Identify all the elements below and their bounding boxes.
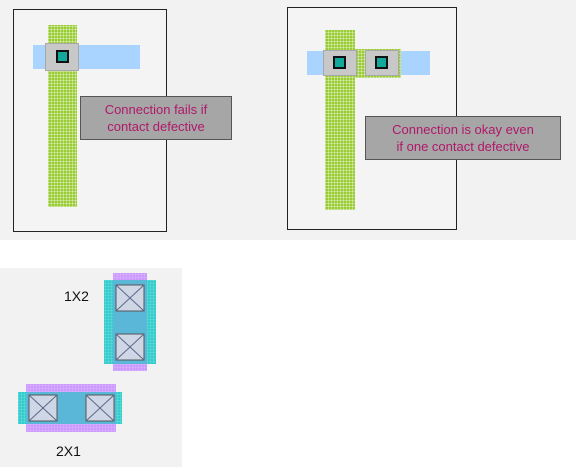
single-note-line2: contact defective bbox=[107, 119, 205, 134]
single-contact bbox=[56, 50, 69, 63]
double-contact-right bbox=[375, 56, 388, 69]
single-note-line1: Connection fails if bbox=[104, 102, 208, 117]
double-contact-note: Connection is okay even if one contact d… bbox=[365, 116, 561, 160]
double-contact-pad-left bbox=[323, 50, 357, 76]
contact-cross-1x2-bottom bbox=[115, 333, 145, 361]
label-2x1: 2X1 bbox=[56, 443, 81, 459]
contact-array-layouts bbox=[18, 273, 156, 432]
contact-cross-2x1-left bbox=[28, 394, 58, 422]
contact-cross-2x1-right bbox=[85, 394, 115, 422]
contact-cross-1x2-top bbox=[115, 284, 145, 312]
double-note-line1: Connection is okay even bbox=[392, 122, 534, 137]
double-contact-left bbox=[333, 56, 346, 69]
double-note-line2: if one contact defective bbox=[396, 139, 530, 154]
single-contact-note: Connection fails if contact defective bbox=[80, 96, 232, 140]
cell-1x2 bbox=[104, 273, 156, 371]
cell-2x1 bbox=[18, 384, 122, 432]
label-1x2: 1X2 bbox=[64, 288, 89, 304]
